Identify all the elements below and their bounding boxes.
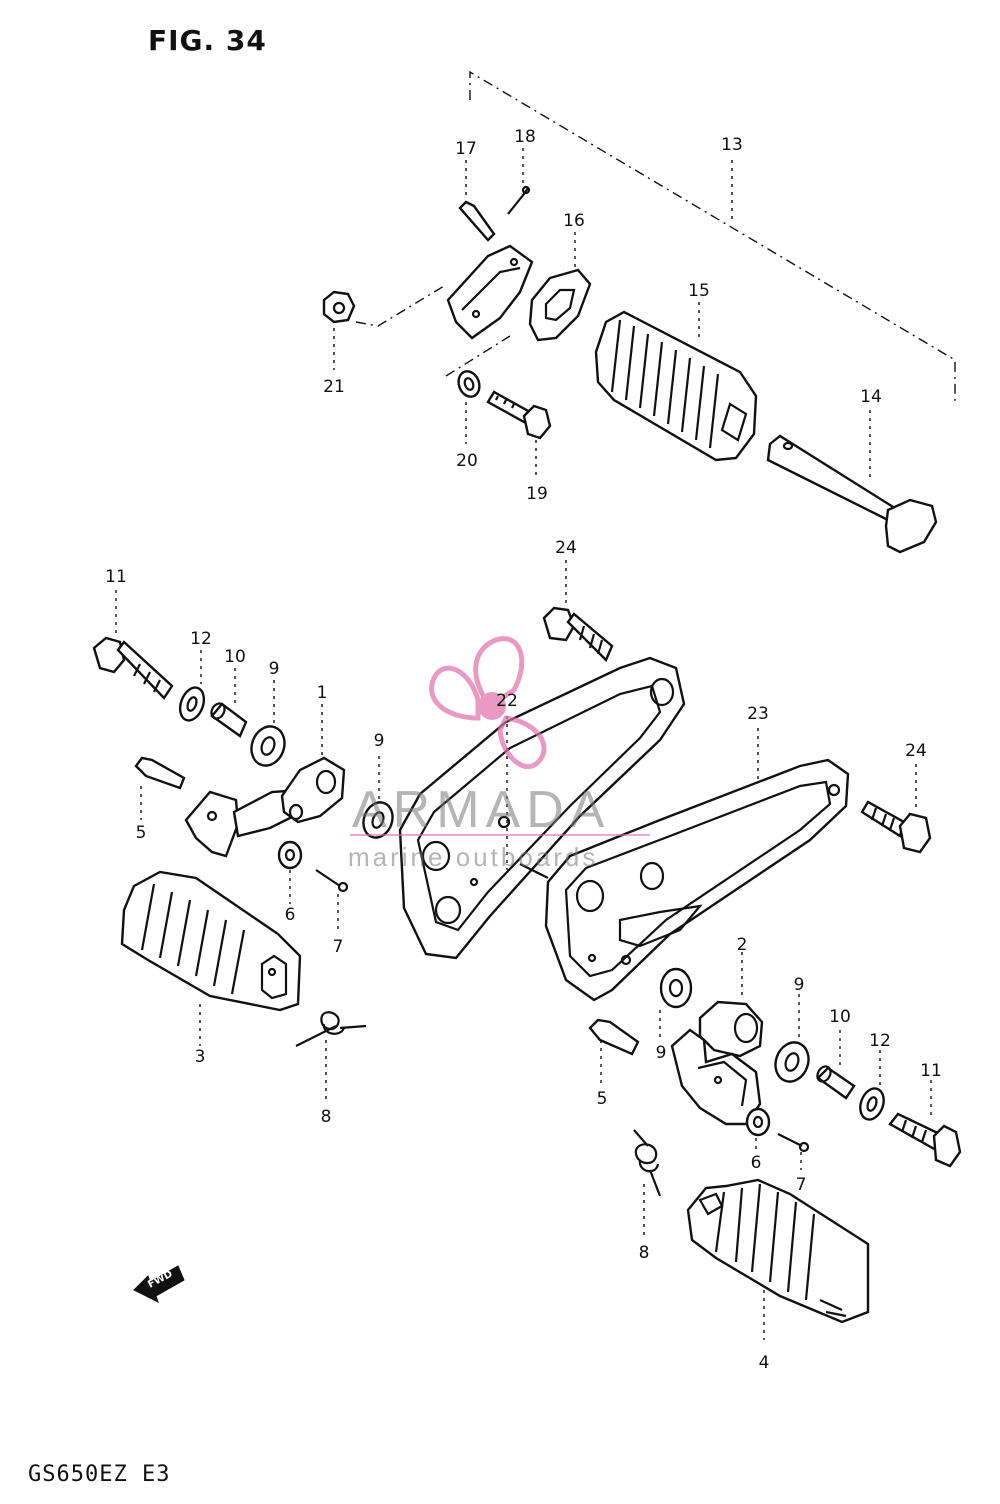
callout-8-right: 8 xyxy=(639,1243,650,1263)
callout-6-left: 6 xyxy=(285,905,296,925)
rubber-15 xyxy=(594,302,758,462)
callout-1: 1 xyxy=(317,683,328,703)
callout-12-left: 12 xyxy=(190,629,212,649)
callout-9-right: 9 xyxy=(794,975,805,995)
bolt-24-top xyxy=(542,560,614,663)
callout-13: 13 xyxy=(721,135,743,155)
callout-16: 16 xyxy=(563,211,585,231)
callout-9-left: 9 xyxy=(269,659,280,679)
callout-4: 4 xyxy=(759,1353,770,1373)
callout-9-middle: 9 xyxy=(374,731,385,751)
model-code: GS650EZ E3 xyxy=(28,1462,171,1487)
callout-14: 14 xyxy=(860,387,882,407)
bushing-9-lower xyxy=(659,967,693,1038)
callout-10-right: 10 xyxy=(829,1007,851,1027)
pin-17 xyxy=(458,160,496,242)
washer-6-left xyxy=(277,840,303,904)
plate-16 xyxy=(528,232,592,342)
bracket-plate-23 xyxy=(544,728,850,1002)
footrest-arm-1 xyxy=(184,704,346,858)
spring-8-left xyxy=(295,1011,367,1100)
callout-23: 23 xyxy=(747,704,769,724)
callout-2: 2 xyxy=(737,935,748,955)
washer-12-right xyxy=(859,1050,885,1121)
callout-15: 15 xyxy=(688,281,710,301)
callout-11-left: 11 xyxy=(105,567,127,587)
figure-title: FIG. 34 xyxy=(148,24,267,57)
fwd-arrow: FWD xyxy=(133,1265,185,1303)
bolt-11-right xyxy=(888,1080,962,1168)
assembly-13-bracket xyxy=(469,70,956,402)
callout-6-right: 6 xyxy=(751,1153,762,1173)
callout-5-left: 5 xyxy=(136,823,147,843)
washer-12-left xyxy=(178,650,206,722)
washer-6-right xyxy=(745,1107,771,1150)
cotter-7-left xyxy=(315,869,349,934)
callout-7-right: 7 xyxy=(796,1175,807,1195)
callout-7-left: 7 xyxy=(333,937,344,957)
bolt-24-right xyxy=(860,764,932,854)
watermark-underline xyxy=(350,834,650,836)
callout-22: 22 xyxy=(496,691,518,711)
spring-8-right xyxy=(633,1129,662,1236)
bolt-19 xyxy=(486,390,552,478)
callout-11-right: 11 xyxy=(920,1061,942,1081)
bracket-plate-22 xyxy=(398,656,686,960)
watermark-logo xyxy=(429,636,547,769)
bushing-9-right xyxy=(774,994,810,1083)
footpeg-rubber-4 xyxy=(686,1178,870,1340)
callout-12-right: 12 xyxy=(869,1031,891,1051)
callout-3: 3 xyxy=(195,1047,206,1067)
callout-18: 18 xyxy=(514,127,536,147)
callout-5-right: 5 xyxy=(597,1089,608,1109)
pin-5-left xyxy=(134,756,186,820)
callout-19: 19 xyxy=(526,484,548,504)
cotter-7-right xyxy=(777,1133,810,1170)
callout-20: 20 xyxy=(456,451,478,471)
bushing-9-middle xyxy=(362,756,394,839)
washer-20 xyxy=(457,370,481,444)
footrest-arm-2 xyxy=(670,952,764,1126)
callout-21: 21 xyxy=(323,377,345,397)
watermark-tagline: marine outboards xyxy=(348,842,599,872)
callout-24-right: 24 xyxy=(905,741,927,761)
bushing-9-left xyxy=(250,680,286,767)
nut-21 xyxy=(322,285,445,370)
watermark-brand: ARMADA xyxy=(352,781,611,839)
callout-labels: 17 18 13 16 15 21 14 20 19 24 11 12 10 9… xyxy=(105,127,942,1373)
callout-17: 17 xyxy=(455,139,477,159)
footpeg-rubber-3 xyxy=(120,870,302,1046)
cotter-pin-18 xyxy=(507,148,531,215)
rear-bracket-13 xyxy=(445,244,534,377)
pin-5-right xyxy=(588,1018,640,1084)
shaft-14 xyxy=(766,410,938,554)
callout-10-left: 10 xyxy=(224,647,246,667)
callout-9-lower: 9 xyxy=(656,1043,667,1063)
callout-24-top: 24 xyxy=(555,538,577,558)
callout-8-left: 8 xyxy=(321,1107,332,1127)
collar-10-left xyxy=(210,668,248,738)
collar-10-right xyxy=(816,1030,856,1100)
bolt-11-left xyxy=(92,590,174,700)
